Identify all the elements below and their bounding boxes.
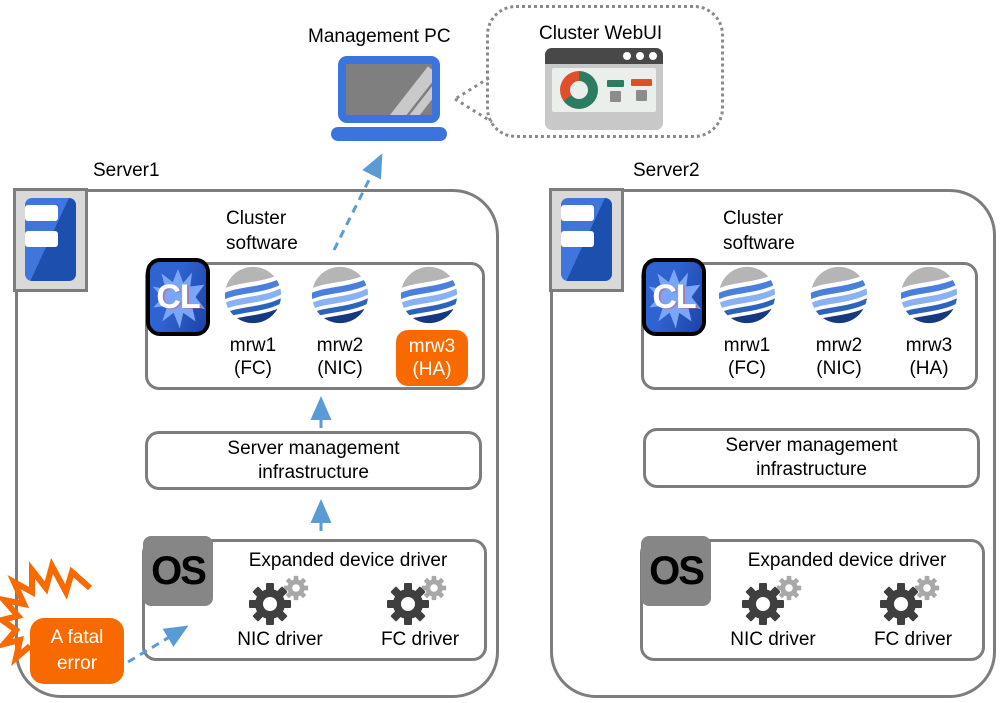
monitor-globe-icon: [810, 266, 868, 324]
donut-chart-icon: [560, 71, 598, 109]
browser-content: [552, 68, 656, 112]
cl-badge-label: CL: [652, 277, 696, 316]
server1-infrastructure-label: Server management infrastructure: [227, 437, 400, 483]
server2-cluster-software-label: Cluster software: [723, 208, 795, 254]
laptop-base: [331, 127, 447, 141]
gear-icon: [247, 574, 313, 626]
monitor-label-mrw1: mrw1 (FC): [229, 335, 277, 379]
cl-icon: CL: [146, 258, 210, 336]
starburst-icon: [0, 558, 92, 667]
server2-driver-box-title: Expanded device driver: [747, 550, 947, 571]
server-tower-icon: [549, 188, 624, 292]
monitor-globe-icon: [900, 266, 958, 324]
cl-icon: CL: [642, 258, 706, 336]
monitor-globe-icon: [400, 266, 458, 324]
server2-label: Server2: [633, 160, 700, 181]
server1-label: Server1: [93, 160, 160, 181]
monitor-globe-icon: [718, 266, 776, 324]
os-icon: OS: [143, 536, 213, 606]
monitor-label-mrw1: mrw1 (FC): [723, 335, 771, 379]
server2-infrastructure-label: Server management infrastructure: [725, 435, 898, 480]
webui-label: Cluster WebUI: [539, 23, 663, 44]
window-dot-icon: [649, 52, 657, 60]
server-tower-icon: [13, 188, 88, 292]
monitor-globe-icon: [311, 266, 369, 324]
window-dot-icon: [636, 52, 644, 60]
gear-icon: [385, 574, 451, 626]
fatal-error-callout: A fatal error: [30, 618, 124, 684]
monitor-label-mrw3: mrw3 (HA): [905, 335, 953, 379]
laptop-screen: [338, 56, 440, 123]
browser-icon: [545, 48, 663, 130]
server2-fc-driver-label: FC driver: [873, 629, 953, 650]
server1-fc-driver-label: FC driver: [380, 629, 460, 650]
os-icon: OS: [641, 536, 711, 606]
server1-driver-box-title: Expanded device driver: [248, 550, 448, 571]
widget-square-icon: [610, 91, 621, 102]
management-pc-label: Management PC: [308, 26, 451, 47]
monitor-globe-icon: [224, 266, 282, 324]
browser-titlebar: [545, 48, 663, 64]
server1-infrastructure-box: Server management infrastructure: [145, 431, 482, 490]
cl-badge-label: CL: [156, 277, 200, 316]
server1-cluster-software-label: Cluster software: [226, 208, 298, 254]
server1-nic-driver-label: NIC driver: [237, 629, 323, 650]
server2-nic-driver-label: NIC driver: [730, 629, 816, 650]
gear-icon: [878, 574, 944, 626]
fatal-error-label: A fatal error: [50, 627, 104, 674]
monitor-label-mrw2: mrw2 (NIC): [815, 335, 863, 379]
widget-bar-icon: [607, 80, 624, 87]
widget-bar-icon: [631, 79, 652, 86]
window-dot-icon: [623, 52, 631, 60]
widget-square-icon: [636, 90, 647, 101]
monitor-label-mrw3-highlighted: mrw3 (HA): [396, 330, 468, 386]
server2-infrastructure-box: Server management infrastructure: [643, 428, 980, 488]
monitor-label-mrw2: mrw2 (NIC): [316, 335, 364, 379]
gear-icon: [740, 574, 806, 626]
